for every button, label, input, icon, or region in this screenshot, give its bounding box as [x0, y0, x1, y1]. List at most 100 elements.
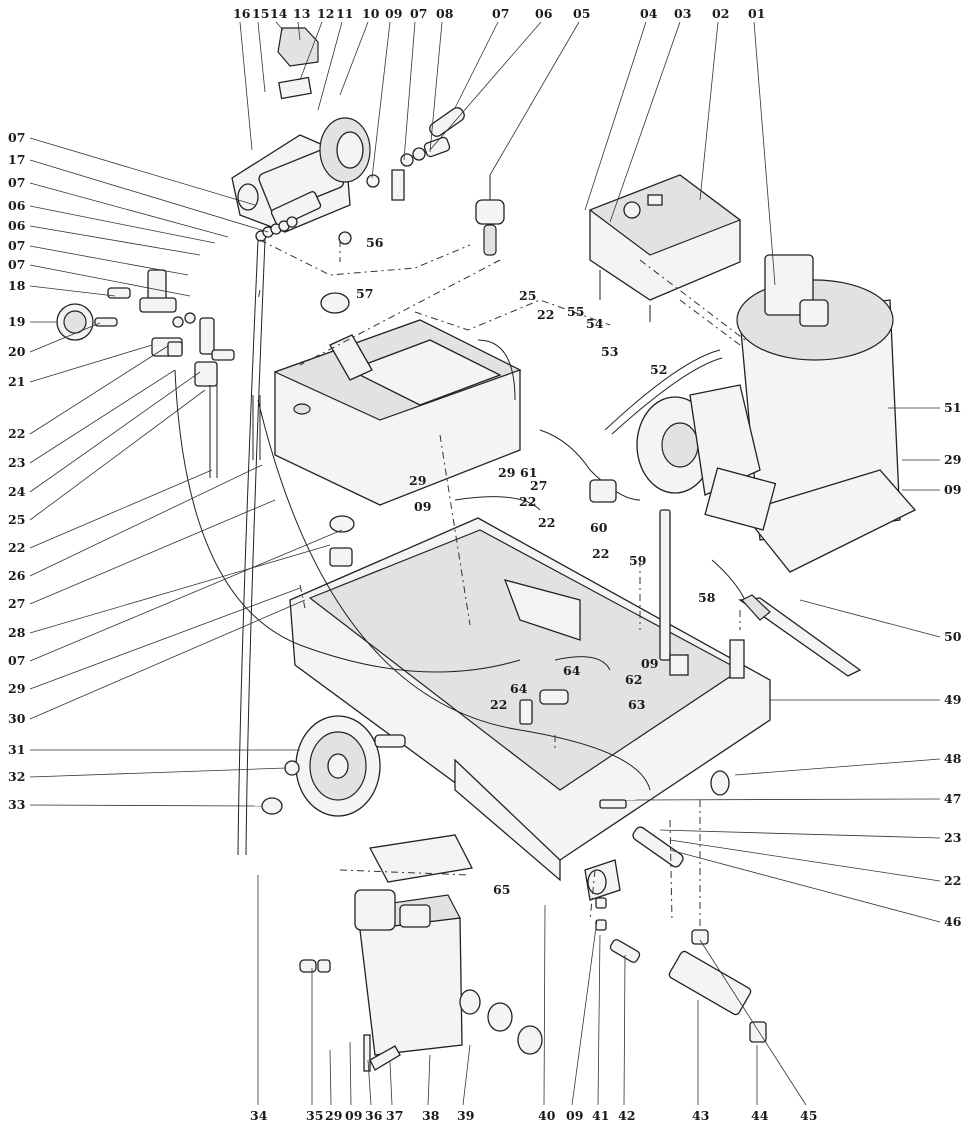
label-bottom-38: 38 — [422, 1108, 440, 1123]
leader-line — [29, 225, 201, 256]
label-bottom-39: 39 — [457, 1108, 474, 1123]
label-inner-60: 60 — [590, 520, 608, 535]
label-inner-55: 55 — [567, 304, 584, 319]
leader-line — [299, 21, 323, 81]
leader-line — [597, 934, 601, 1106]
outlet-fittings — [595, 897, 767, 1043]
label-left-06-1: 06 — [8, 198, 26, 213]
labels-inner: 56 57 25 22 55 54 53 52 29 09 29 61 27 2… — [356, 235, 716, 897]
leader-line — [29, 587, 301, 690]
label-left-33: 33 — [8, 797, 25, 812]
chassis — [289, 517, 771, 901]
leader-line — [29, 804, 263, 807]
label-inner-58: 58 — [698, 590, 716, 605]
label-left-24: 24 — [8, 484, 26, 499]
labels-bottom: 34 35 29 09 36 37 38 39 40 09 41 42 43 4… — [250, 1108, 817, 1123]
leader-line — [29, 285, 116, 297]
leader-line — [29, 345, 169, 435]
label-top-13: 13 — [293, 6, 310, 21]
label-inner-57: 57 — [356, 286, 373, 301]
label-inner-29a: 29 — [409, 473, 426, 488]
label-top-14: 14 — [270, 6, 288, 21]
leader-line — [371, 21, 391, 179]
labels-top: 16 15 14 13 12 11 10 09 07 08 07 06 05 0… — [233, 6, 765, 21]
label-top-16: 16 — [233, 6, 251, 21]
leader-line — [699, 939, 807, 1106]
leader-line — [297, 21, 301, 41]
leader-line — [329, 1049, 332, 1106]
leader-line — [29, 322, 101, 353]
leader-line — [753, 21, 776, 286]
leader-line — [275, 21, 284, 31]
label-inner-64b: 64 — [510, 681, 528, 696]
label-top-07b: 07 — [492, 6, 509, 21]
label-inner-53: 53 — [601, 344, 618, 359]
label-top-01: 01 — [748, 6, 765, 21]
label-inner-09b: 09 — [641, 656, 658, 671]
leader-line — [29, 371, 201, 493]
label-top-04: 04 — [640, 6, 658, 21]
leader-line — [699, 21, 719, 201]
boiler-tank — [736, 254, 917, 573]
leader-line — [669, 849, 941, 923]
label-top-02: 02 — [712, 6, 729, 21]
leader-line — [462, 1044, 471, 1106]
leader-line — [29, 137, 256, 206]
label-left-21: 21 — [8, 374, 25, 389]
lance — [711, 559, 862, 677]
label-left-07-1: 07 — [8, 130, 25, 145]
label-inner-29b: 29 — [498, 465, 515, 480]
label-left-26: 26 — [8, 568, 26, 583]
label-left-07-4: 07 — [8, 257, 25, 272]
label-left-30: 30 — [8, 711, 26, 726]
label-left-31: 31 — [8, 742, 25, 757]
leader-line — [609, 21, 681, 223]
label-inner-63: 63 — [628, 697, 645, 712]
chassis-small-parts — [329, 479, 745, 868]
label-bottom-43: 43 — [692, 1108, 709, 1123]
label-inner-22e: 22 — [490, 697, 507, 712]
leader-lines — [29, 21, 941, 1106]
label-inner-22b: 22 — [519, 494, 536, 509]
leader-line — [454, 21, 499, 109]
label-inner-61: 61 — [520, 465, 537, 480]
electrical-box — [299, 834, 543, 1072]
leader-line — [29, 767, 287, 778]
label-inner-62: 62 — [625, 672, 642, 687]
leader-line — [799, 599, 941, 638]
valve-assembly — [475, 175, 505, 256]
leader-line — [257, 21, 266, 93]
label-inner-25: 25 — [519, 288, 536, 303]
leader-line — [317, 21, 343, 111]
label-inner-52: 52 — [650, 362, 667, 377]
leader-line — [29, 369, 176, 464]
label-bottom-29: 29 — [325, 1108, 342, 1123]
label-left-22-1: 22 — [8, 426, 25, 441]
label-right-51: 51 — [944, 400, 961, 415]
label-left-07-5: 07 — [8, 653, 25, 668]
label-top-10: 10 — [362, 6, 380, 21]
label-inner-27: 27 — [530, 478, 547, 493]
leader-line — [29, 245, 189, 276]
leader-line — [29, 159, 269, 233]
label-bottom-36: 36 — [365, 1108, 383, 1123]
leader-line — [29, 264, 191, 297]
motor-pump-assembly — [231, 27, 371, 242]
leader-line — [29, 469, 213, 549]
label-inner-22a: 22 — [537, 307, 554, 322]
label-left-28: 28 — [8, 625, 26, 640]
label-bottom-09-1: 09 — [345, 1108, 362, 1123]
leader-line — [349, 1041, 352, 1106]
leader-line — [623, 954, 626, 1106]
label-bottom-44: 44 — [751, 1108, 769, 1123]
label-left-06-2: 06 — [8, 218, 26, 233]
label-left-22-2: 22 — [8, 540, 25, 555]
wheel — [261, 715, 406, 817]
label-inner-54: 54 — [586, 316, 604, 331]
leader-line — [29, 544, 331, 634]
label-bottom-45: 45 — [800, 1108, 817, 1123]
label-left-18: 18 — [8, 278, 26, 293]
label-bottom-35: 35 — [306, 1108, 323, 1123]
